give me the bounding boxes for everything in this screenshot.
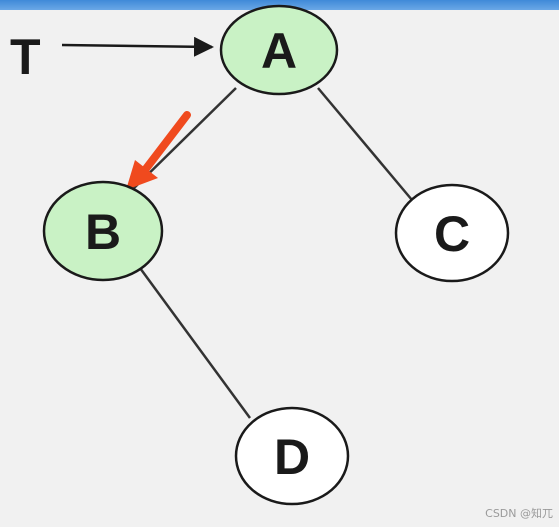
pointer-arrow	[61, 36, 214, 57]
pointer-label: T	[10, 29, 41, 85]
edge-b-d	[138, 267, 252, 419]
tree-node-a: A	[219, 4, 339, 96]
node-label-d: D	[274, 429, 310, 485]
node-label-b: B	[85, 204, 121, 260]
edge-a-c	[317, 87, 413, 201]
traversal-arrow	[126, 111, 191, 190]
tree-node-d: D	[234, 406, 350, 506]
node-label-c: C	[434, 206, 470, 262]
node-label-a: A	[261, 23, 297, 79]
watermark: CSDN @知兀	[485, 507, 553, 520]
tree-node-b: B	[42, 180, 164, 282]
tree-node-c: C	[394, 183, 510, 283]
